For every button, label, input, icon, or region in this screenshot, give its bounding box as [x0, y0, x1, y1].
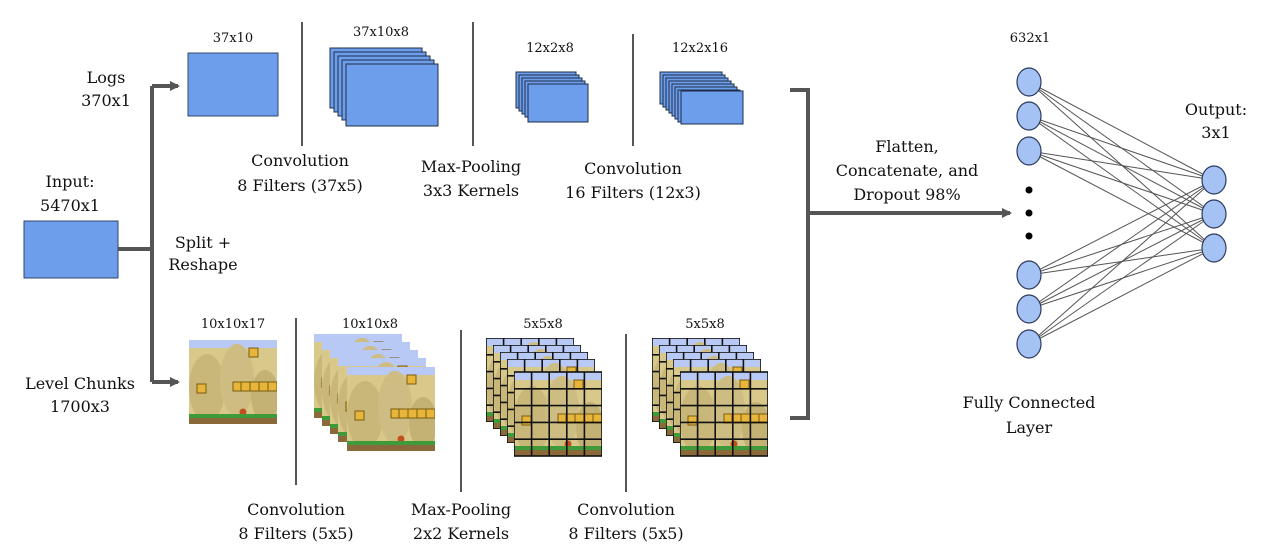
fc-input-node [1016, 260, 1042, 290]
logs-op3-line2: 16 Filters (12x3) [565, 183, 701, 202]
level-dim-input: 10x10x17 [201, 317, 265, 332]
fc-input-node [1016, 136, 1042, 166]
level-op3-line1: Convolution [577, 500, 675, 519]
split-label-line1: Split + [175, 233, 231, 252]
logs-op1-line2: 8 Filters (37x5) [237, 176, 363, 195]
fc-input-node [1016, 329, 1042, 359]
split-connector [118, 81, 180, 387]
level-pool-stack [486, 338, 604, 456]
fc-output-nodes [1201, 165, 1227, 263]
level-title: Level Chunks [25, 374, 135, 393]
input-size: 5470x1 [40, 196, 100, 215]
level-op2-line2: 2x2 Kernels [413, 524, 509, 543]
level-dim-conv2: 5x5x8 [685, 317, 724, 332]
logs-op2-line1: Max-Pooling [421, 157, 521, 176]
merge-label-line2: Concatenate, and [836, 161, 979, 180]
logs-input-block [187, 52, 279, 117]
fc-size: 632x1 [1010, 31, 1050, 46]
merge-label-line1: Flatten, [875, 137, 938, 156]
fc-input-nodes [1016, 67, 1042, 359]
fc-label-line1: Fully Connected [963, 393, 1096, 412]
fc-edge [1028, 150, 1215, 249]
level-conv1-stack [314, 334, 435, 452]
level-conv2-stack [652, 338, 770, 456]
level-op3-line2: 8 Filters (5x5) [568, 524, 683, 543]
merge-bracket [790, 88, 1012, 420]
fc-output-node [1201, 233, 1227, 263]
split-label-line2: Reshape [168, 255, 237, 274]
output-size: 3x1 [1201, 123, 1230, 142]
input-title: Input: [46, 172, 95, 191]
fc-connections [1028, 81, 1215, 345]
fc-ellipsis [1025, 186, 1033, 240]
fc-edge [1028, 115, 1215, 181]
level-op2-line1: Max-Pooling [411, 500, 511, 519]
level-dim-conv1: 10x10x8 [342, 317, 398, 332]
fc-edge [1028, 150, 1215, 215]
level-dim-pool: 5x5x8 [523, 317, 562, 332]
logs-dim-input: 37x10 [213, 31, 253, 46]
fc-input-node [1016, 101, 1042, 131]
logs-title: Logs [87, 68, 126, 87]
level-op1-line1: Convolution [247, 500, 345, 519]
logs-dim-conv2: 12x2x16 [672, 41, 728, 56]
level-input-chunk [189, 340, 277, 424]
logs-conv1-stack [329, 47, 439, 127]
fc-input-node [1016, 67, 1042, 97]
fc-edge [1028, 247, 1215, 345]
fc-edge [1028, 179, 1215, 310]
fc-edge [1028, 150, 1215, 181]
logs-op3-line1: Convolution [584, 159, 682, 178]
logs-op2-line2: 3x3 Kernels [423, 181, 519, 200]
fc-edge [1028, 179, 1215, 345]
fc-edge [1028, 213, 1215, 345]
logs-pool-stack [515, 71, 589, 123]
logs-dim-conv1: 37x10x8 [353, 25, 409, 40]
fc-output-node [1201, 165, 1227, 195]
fc-edge [1028, 179, 1215, 276]
input-block [23, 220, 119, 279]
level-op1-line2: 8 Filters (5x5) [238, 524, 353, 543]
fc-edge [1028, 81, 1215, 181]
logs-size: 370x1 [81, 91, 131, 110]
fc-input-node [1016, 294, 1042, 324]
logs-conv2-stack [659, 71, 744, 125]
logs-dim-pool: 12x2x8 [526, 41, 574, 56]
fc-label-line2: Layer [1006, 418, 1053, 437]
logs-op1-line1: Convolution [251, 151, 349, 170]
level-size: 1700x3 [50, 397, 110, 416]
merge-label-line3: Dropout 98% [853, 185, 960, 204]
fc-output-node [1201, 199, 1227, 229]
output-title: Output: [1185, 100, 1247, 119]
